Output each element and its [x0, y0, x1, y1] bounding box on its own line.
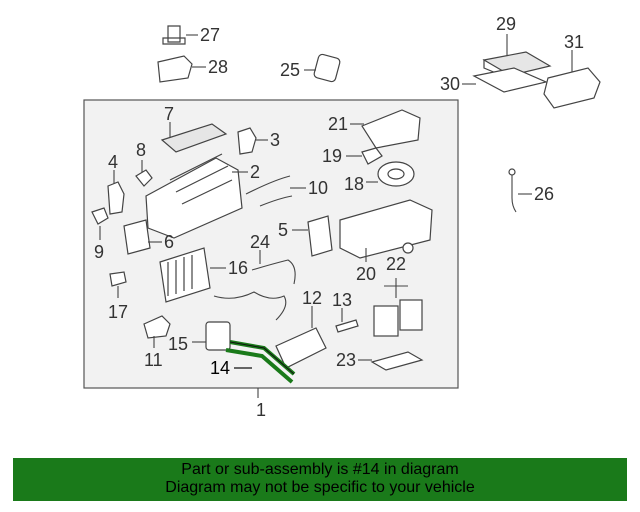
callout-28: 28 [208, 57, 228, 77]
part-19[interactable] [346, 147, 383, 165]
part-31[interactable] [543, 50, 601, 109]
callout-10: 10 [308, 178, 328, 198]
info-banner: Part or sub-assembly is #14 in diagram D… [13, 458, 627, 501]
callout-27: 27 [200, 25, 220, 45]
part-22[interactable] [373, 242, 423, 337]
part-12[interactable] [275, 306, 327, 369]
part-18[interactable] [366, 161, 415, 187]
callout-25: 25 [280, 60, 300, 80]
callout-18: 18 [344, 174, 364, 194]
part-21[interactable] [350, 109, 421, 149]
callout-29: 29 [496, 14, 516, 34]
part-29[interactable] [482, 34, 552, 79]
part-26[interactable] [508, 168, 532, 213]
callout-31: 31 [564, 32, 584, 52]
callout-8: 8 [136, 140, 146, 160]
callout-4: 4 [108, 152, 118, 172]
part-25[interactable] [304, 53, 341, 83]
part-27[interactable] [162, 25, 198, 45]
part-11[interactable] [143, 315, 171, 348]
part-13[interactable] [335, 308, 359, 333]
callout-5: 5 [278, 220, 288, 240]
part-17[interactable] [109, 271, 127, 298]
callout-20: 20 [356, 264, 376, 284]
callout-30: 30 [440, 74, 460, 94]
callout-12: 12 [302, 288, 322, 308]
part-3[interactable] [237, 127, 268, 155]
parts-diagram: 1 2 3 4 5 6 7 8 9 10 11 12 13 14 15 16 1… [83, 14, 601, 420]
part-8[interactable] [135, 160, 153, 187]
callout-22: 22 [386, 254, 406, 274]
part-10[interactable] [245, 175, 306, 207]
callout-26: 26 [534, 184, 554, 204]
part-7[interactable] [160, 122, 228, 153]
banner-line-2: Diagram may not be specific to your vehi… [165, 479, 475, 496]
part-9[interactable] [91, 207, 109, 240]
banner-line-1: Part or sub-assembly is #14 in diagram [181, 461, 459, 478]
part-2[interactable] [145, 153, 248, 239]
callout-15: 15 [168, 334, 188, 354]
callout-23: 23 [336, 350, 356, 370]
wiring-harness [213, 291, 287, 321]
part-23[interactable] [358, 351, 424, 371]
callout-16: 16 [228, 258, 248, 278]
part-15[interactable] [192, 321, 231, 351]
part-14-highlighted[interactable] [225, 340, 296, 384]
callout-7: 7 [164, 104, 174, 124]
callout-1: 1 [256, 400, 266, 420]
callout-21: 21 [328, 114, 348, 134]
part-24[interactable] [251, 250, 296, 285]
callout-6: 6 [164, 232, 174, 252]
callout-11: 11 [144, 350, 163, 370]
callout-14: 14 [210, 358, 230, 378]
callout-3: 3 [270, 130, 280, 150]
callout-24: 24 [250, 232, 270, 252]
part-30[interactable] [462, 67, 548, 93]
part-6[interactable] [123, 219, 162, 255]
callout-9: 9 [94, 242, 104, 262]
callout-2: 2 [250, 162, 260, 182]
callout-19: 19 [322, 146, 342, 166]
callout-13: 13 [332, 290, 352, 310]
part-5[interactable] [292, 215, 333, 257]
callout-17: 17 [108, 302, 128, 322]
part-4[interactable] [107, 170, 125, 215]
part-28[interactable] [157, 55, 206, 83]
part-16[interactable] [159, 247, 226, 303]
